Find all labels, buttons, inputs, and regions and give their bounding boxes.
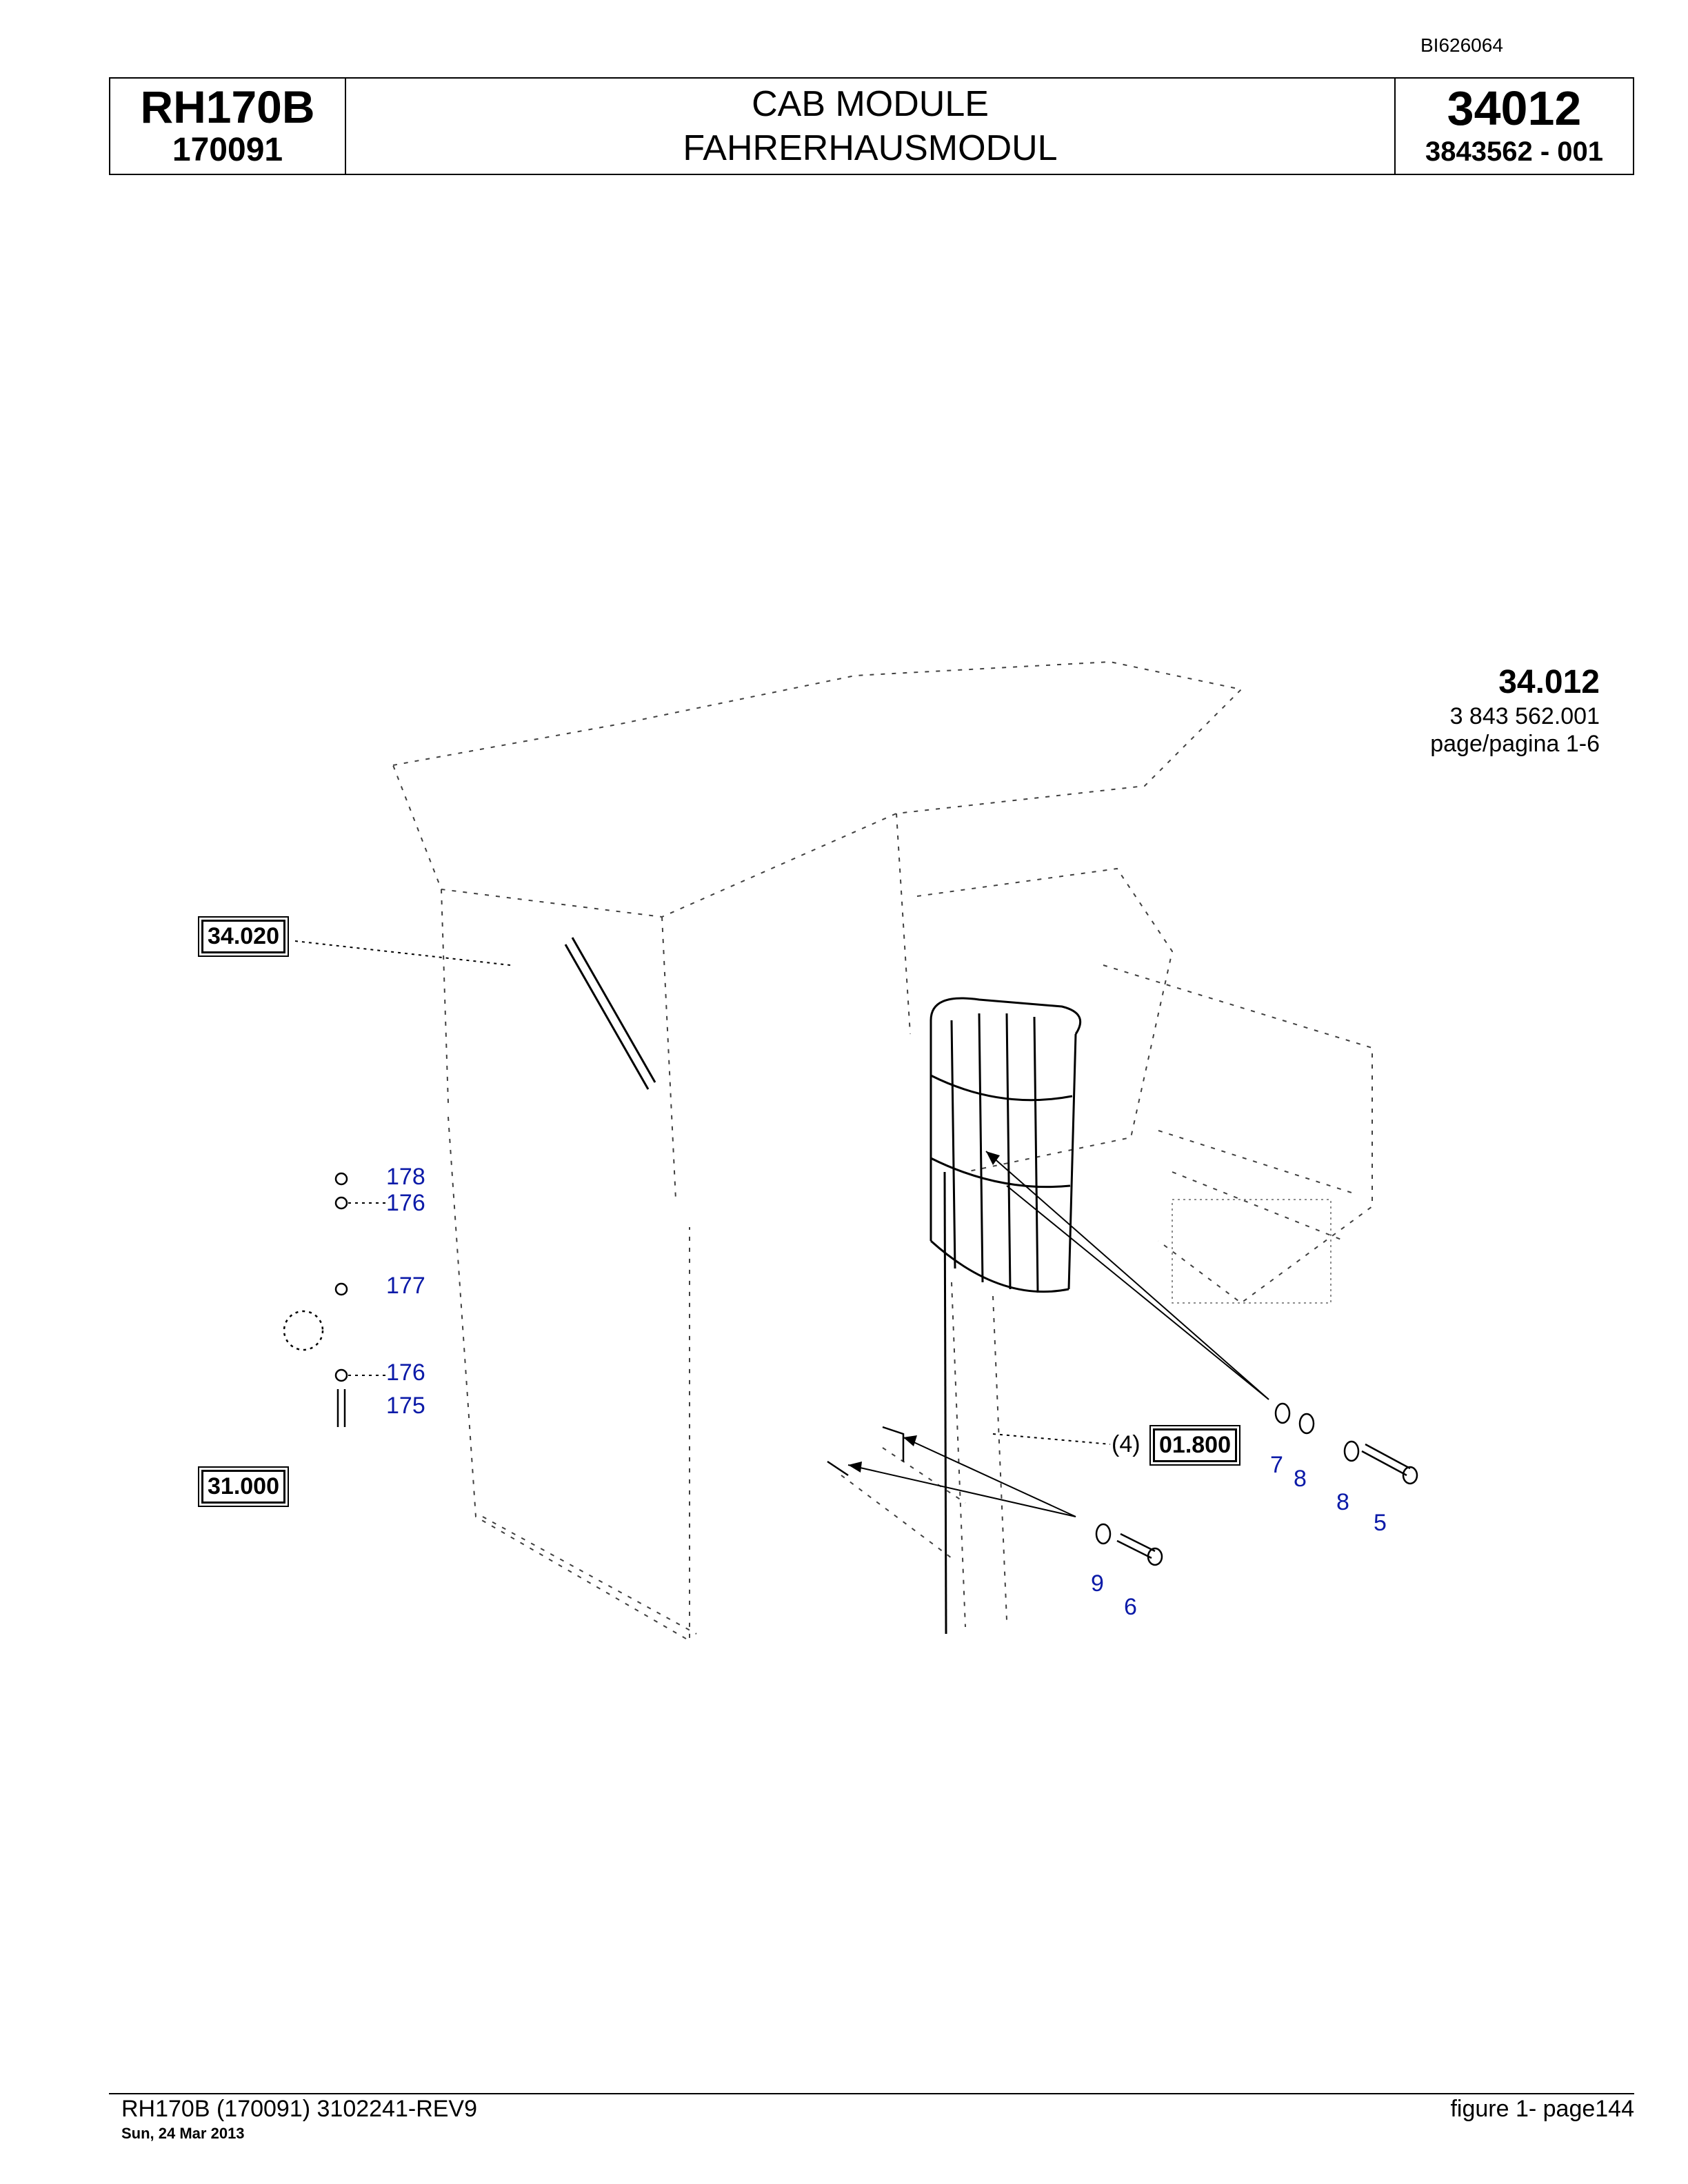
callout-178: 178	[386, 1164, 425, 1190]
wiper-arm	[564, 937, 656, 1090]
callout-8-right: 8	[1336, 1489, 1349, 1515]
ladder-guard	[930, 997, 1082, 1635]
callout-177: 177	[386, 1273, 425, 1299]
left-fasteners	[283, 1172, 348, 1427]
footer-divider	[109, 2093, 1634, 2094]
document-code: BI626064	[1420, 34, 1503, 56]
dotted-leaders	[294, 940, 1111, 1445]
box-ref-01-800[interactable]: 01.800	[1149, 1425, 1240, 1466]
title-german: FAHRERHAUSMODUL	[683, 128, 1058, 168]
callout-5: 5	[1374, 1510, 1387, 1536]
callout-176-lower: 176	[386, 1359, 425, 1386]
footer-doc-ref: RH170B (170091) 3102241-REV9	[121, 2096, 478, 2122]
title-english: CAB MODULE	[752, 84, 989, 124]
fasteners	[827, 1402, 1418, 1566]
footer-date: Sun, 24 Mar 2013	[121, 2125, 245, 2142]
callout-176-upper: 176	[386, 1190, 425, 1216]
figure-part-ref: 3 843 562.001	[1449, 703, 1600, 729]
figure-page-ref: page/pagina 1-6	[1430, 731, 1600, 757]
group-number: 34012	[1447, 81, 1582, 135]
group-cell: 34012 3843562 - 001	[1396, 79, 1633, 174]
callout-8-left: 8	[1294, 1466, 1307, 1492]
box-ref-34-020[interactable]: 34.020	[198, 916, 289, 957]
serial-number: 170091	[172, 132, 283, 168]
model-cell: RH170B 170091	[110, 79, 346, 174]
figure-group-ref: 34.012	[1498, 664, 1600, 700]
callout-175: 175	[386, 1393, 425, 1419]
callout-7: 7	[1270, 1452, 1283, 1478]
leader-lines	[847, 1151, 1269, 1517]
footer-page-ref: figure 1- page144	[1450, 2096, 1634, 2122]
title-cell: CAB MODULE FAHRERHAUSMODUL	[346, 79, 1396, 174]
box-ref-31-000[interactable]: 31.000	[198, 1466, 289, 1507]
callout-9: 9	[1091, 1570, 1104, 1597]
model-number: RH170B	[140, 81, 315, 132]
filter-block	[1172, 1199, 1332, 1304]
cab-outline	[392, 660, 1373, 1642]
callout-6: 6	[1124, 1594, 1137, 1620]
quantity-label: (4)	[1112, 1431, 1141, 1457]
header-table: RH170B 170091 CAB MODULE FAHRERHAUSMODUL…	[109, 77, 1634, 175]
part-number: 3843562 - 001	[1425, 136, 1603, 167]
